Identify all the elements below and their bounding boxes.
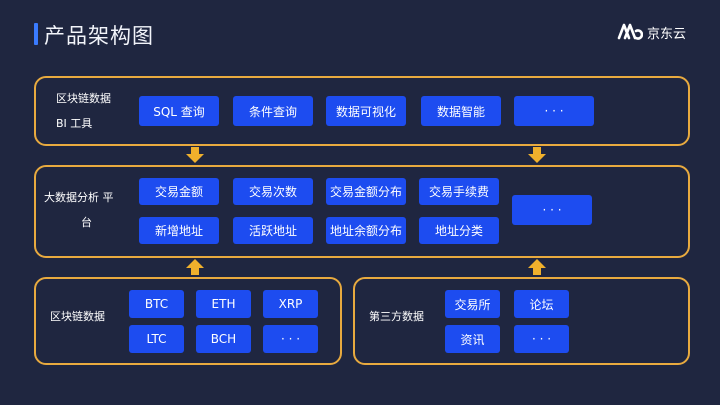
chip-chain-more: · · ·: [263, 325, 318, 353]
bi-panel-label-line1: 区块链数据: [56, 92, 111, 105]
chip-exchanges: 交易所: [445, 290, 500, 318]
chain-panel-label: 区块链数据: [50, 310, 105, 323]
page-title: 产品架构图: [44, 24, 154, 48]
chip-ltc: LTC: [129, 325, 184, 353]
chip-bch: BCH: [196, 325, 251, 353]
chip-active-addresses: 活跃地址: [233, 217, 313, 244]
jd-cloud-logo-icon: [617, 23, 643, 40]
bi-tools-panel: 区块链数据 BI 工具 SQL 查询 条件查询 数据可视化 数据智能 · · ·: [34, 76, 690, 146]
chip-xrp: XRP: [263, 290, 318, 318]
third-panel-label: 第三方数据: [369, 310, 424, 323]
chip-address-classification: 地址分类: [419, 217, 499, 244]
chip-sql-query: SQL 查询: [139, 96, 219, 126]
arrow-down-icon: [186, 147, 204, 163]
arrow-up-icon: [186, 259, 204, 275]
third-party-data-panel: 第三方数据 交易所 论坛 资讯 · · ·: [353, 277, 690, 365]
chip-data-intelligence: 数据智能: [421, 96, 501, 126]
chip-btc: BTC: [129, 290, 184, 318]
blockchain-data-panel: 区块链数据 BTC ETH XRP LTC BCH · · ·: [34, 277, 342, 365]
chip-balance-distribution: 地址余额分布: [326, 217, 406, 244]
chip-platform-more: · · ·: [512, 195, 592, 225]
chip-transaction-fee: 交易手续费: [419, 178, 499, 205]
chip-amount-distribution: 交易金额分布: [326, 178, 406, 205]
chip-data-visualization: 数据可视化: [326, 96, 406, 126]
chip-forums: 论坛: [514, 290, 569, 318]
chip-condition-query: 条件查询: [233, 96, 313, 126]
bi-panel-label-line2: BI 工具: [56, 117, 93, 130]
chip-new-addresses: 新增地址: [139, 217, 219, 244]
chip-bi-more: · · ·: [514, 96, 594, 126]
brand-logo-text: 京东云: [647, 26, 687, 42]
brand-logo: 京东云: [617, 22, 686, 42]
platform-panel-label-line1: 大数据分析 平: [44, 191, 114, 204]
big-data-platform-panel: 大数据分析 平 台 交易金额 交易次数 交易金额分布 交易手续费 新增地址 活跃…: [34, 165, 690, 258]
platform-panel-label-line2: 台: [81, 216, 92, 229]
chip-news: 资讯: [445, 325, 500, 353]
arrow-down-icon: [528, 147, 546, 163]
chip-eth: ETH: [196, 290, 251, 318]
title-accent-bar: [34, 23, 38, 45]
chip-third-more: · · ·: [514, 325, 569, 353]
chip-transaction-count: 交易次数: [233, 178, 313, 205]
arrow-up-icon: [528, 259, 546, 275]
chip-transaction-amount: 交易金额: [139, 178, 219, 205]
